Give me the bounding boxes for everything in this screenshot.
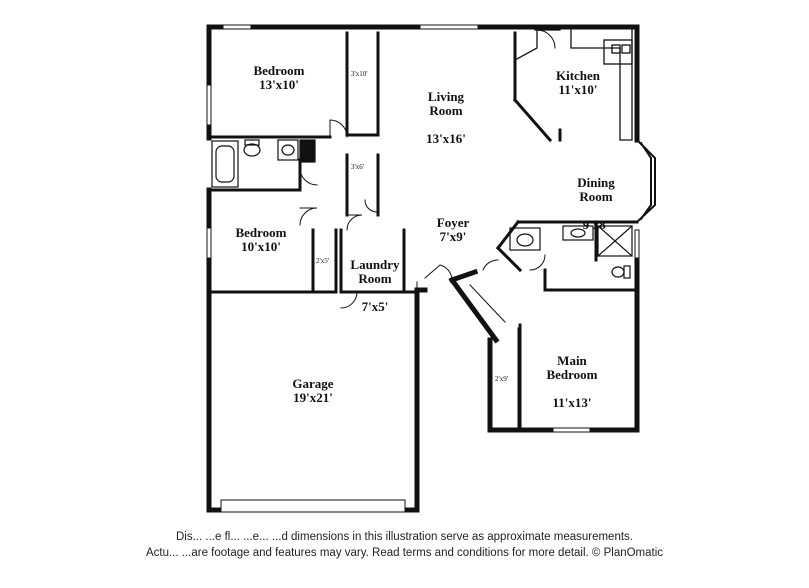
room-bedroom-upper: Bedroom 13'x10': [253, 64, 304, 92]
closet-dimension: 3'x6': [351, 163, 365, 171]
room-name: Living Room: [427, 89, 465, 118]
disclaimer-line-2: Actu... ...are footage and features may …: [145, 547, 664, 559]
room-size: 7'x5': [361, 299, 389, 314]
exterior-walls: [206, 24, 640, 513]
closet-dimension: 2'x9': [495, 375, 509, 383]
closet-doors: [312, 32, 519, 429]
room-name: Dining Room: [577, 175, 615, 204]
door-swings: [299, 29, 556, 309]
room-main-bedroom: Main Bedroom 11'x13': [546, 340, 597, 424]
windows: [206, 24, 640, 513]
room-foyer: Foyer 7'x9': [437, 216, 469, 244]
room-size: 9'x8': [582, 217, 610, 232]
room-garage: Garage 19'x21': [292, 377, 333, 405]
bath-fixtures: [211, 139, 633, 279]
room-size: 19'x21': [293, 390, 333, 405]
closet-dimension: 3'x10': [351, 70, 368, 78]
room-name: Foyer: [436, 215, 470, 230]
room-size: 7'x9': [439, 229, 467, 244]
room-name: Main Bedroom: [546, 353, 598, 382]
room-size: 10'x10': [241, 239, 281, 254]
room-name: Laundry Room: [350, 257, 400, 286]
room-name: Garage: [292, 376, 334, 391]
room-size: 13'x16': [426, 131, 466, 146]
room-living: Living Room 13'x16': [426, 76, 466, 160]
room-kitchen: Kitchen 11'x10': [556, 69, 600, 97]
room-name: Kitchen: [555, 68, 601, 83]
room-name: Bedroom: [253, 63, 305, 78]
room-size: 13'x10': [259, 77, 299, 92]
room-laundry: Laundry Room 7'x5': [350, 244, 399, 328]
room-size: 11'x10': [558, 82, 598, 97]
room-size: 11'x13': [552, 395, 592, 410]
closet-dimension: 2'x5': [316, 257, 330, 265]
room-dining: Dining Room 9'x8': [577, 162, 615, 246]
room-name: Bedroom: [235, 225, 287, 240]
room-bedroom-lower: Bedroom 10'x10': [235, 226, 286, 254]
disclaimer-line-1: Dis... ...e fl... ...e... ...d dimension…: [176, 531, 633, 543]
dining-bay-window: [635, 138, 656, 224]
